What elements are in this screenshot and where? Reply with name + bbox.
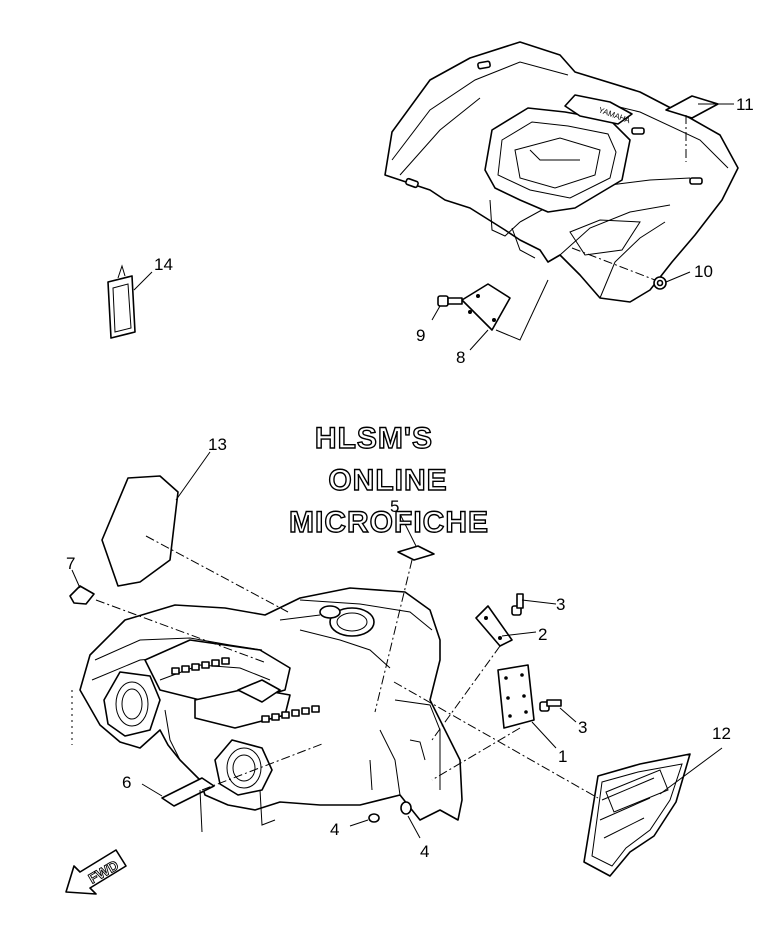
leader-10-dash [571,247,656,281]
part-6-label [161,777,215,807]
callout-3-upper: 3 [556,595,565,614]
part-1-panel [497,664,535,729]
leader-9 [431,305,441,321]
leader-6 [141,783,163,797]
front-vent [237,679,281,703]
callout-5: 5 [390,497,399,516]
part-7-cap [69,585,95,605]
leader-12 [659,747,723,795]
leader-4b [407,815,421,839]
leader-8b [469,329,489,351]
leader-7-dash [95,599,265,663]
callout-4-left: 4 [330,820,339,839]
leader-6b [199,789,203,833]
part-5-label [397,545,435,561]
part-8-plate [461,283,511,331]
leader-6-dash [201,743,323,791]
watermark-line3: MICROFICHE [289,506,489,539]
leader-13-dash [145,535,289,613]
leader-12-dash [393,681,599,799]
front-slots-left [171,657,230,675]
callout-9: 9 [416,326,425,345]
callout-4-right: 4 [420,842,429,861]
watermark-line1: HLSM'S [315,422,433,455]
part-13-sheet [101,475,179,587]
part-12-emblem [583,753,691,877]
callout-6: 6 [122,773,131,792]
callout-13: 13 [208,435,227,454]
gauge-opening [329,607,375,637]
callout-12: 12 [712,724,731,743]
leader-7 [71,569,81,589]
callout-2: 2 [538,625,547,644]
leader-3a [521,599,557,605]
leader-14 [133,271,153,291]
rear-fender: YAMAHA [384,41,739,303]
fwd-arrow-icon: FWD [65,849,127,895]
part-2-plate [475,605,513,647]
callout-3-lower: 3 [578,718,587,737]
left-headlight [103,671,161,737]
callout-14: 14 [154,255,173,274]
part-3-bolt-lower [539,699,562,712]
leader-2 [501,631,537,637]
part-4-grommet-right [400,801,412,815]
leader-3b [559,707,577,723]
callout-8: 8 [456,348,465,367]
part-3-bolt-upper [511,593,524,616]
callout-11: 11 [736,95,754,114]
leader-4a [349,819,369,827]
leader-2-dash [431,645,501,741]
callout-10: 10 [694,262,713,281]
leader-5 [399,513,417,547]
leader-8 [495,279,549,341]
part-14-tag [107,264,136,339]
front-slots-lower [261,705,320,723]
right-headlight [214,739,273,796]
leader-1-dash [431,727,521,781]
callout-7: 7 [66,554,75,573]
front-fender [71,587,463,826]
part-4-grommet-left [368,813,380,823]
leader-13 [175,451,211,501]
leader-10 [665,271,691,283]
part-10-grommet [653,276,667,290]
callout-1: 1 [558,747,567,766]
watermark-line2: ONLINE [328,464,447,497]
leader-1 [531,721,557,749]
part-9-bolt [437,295,463,307]
